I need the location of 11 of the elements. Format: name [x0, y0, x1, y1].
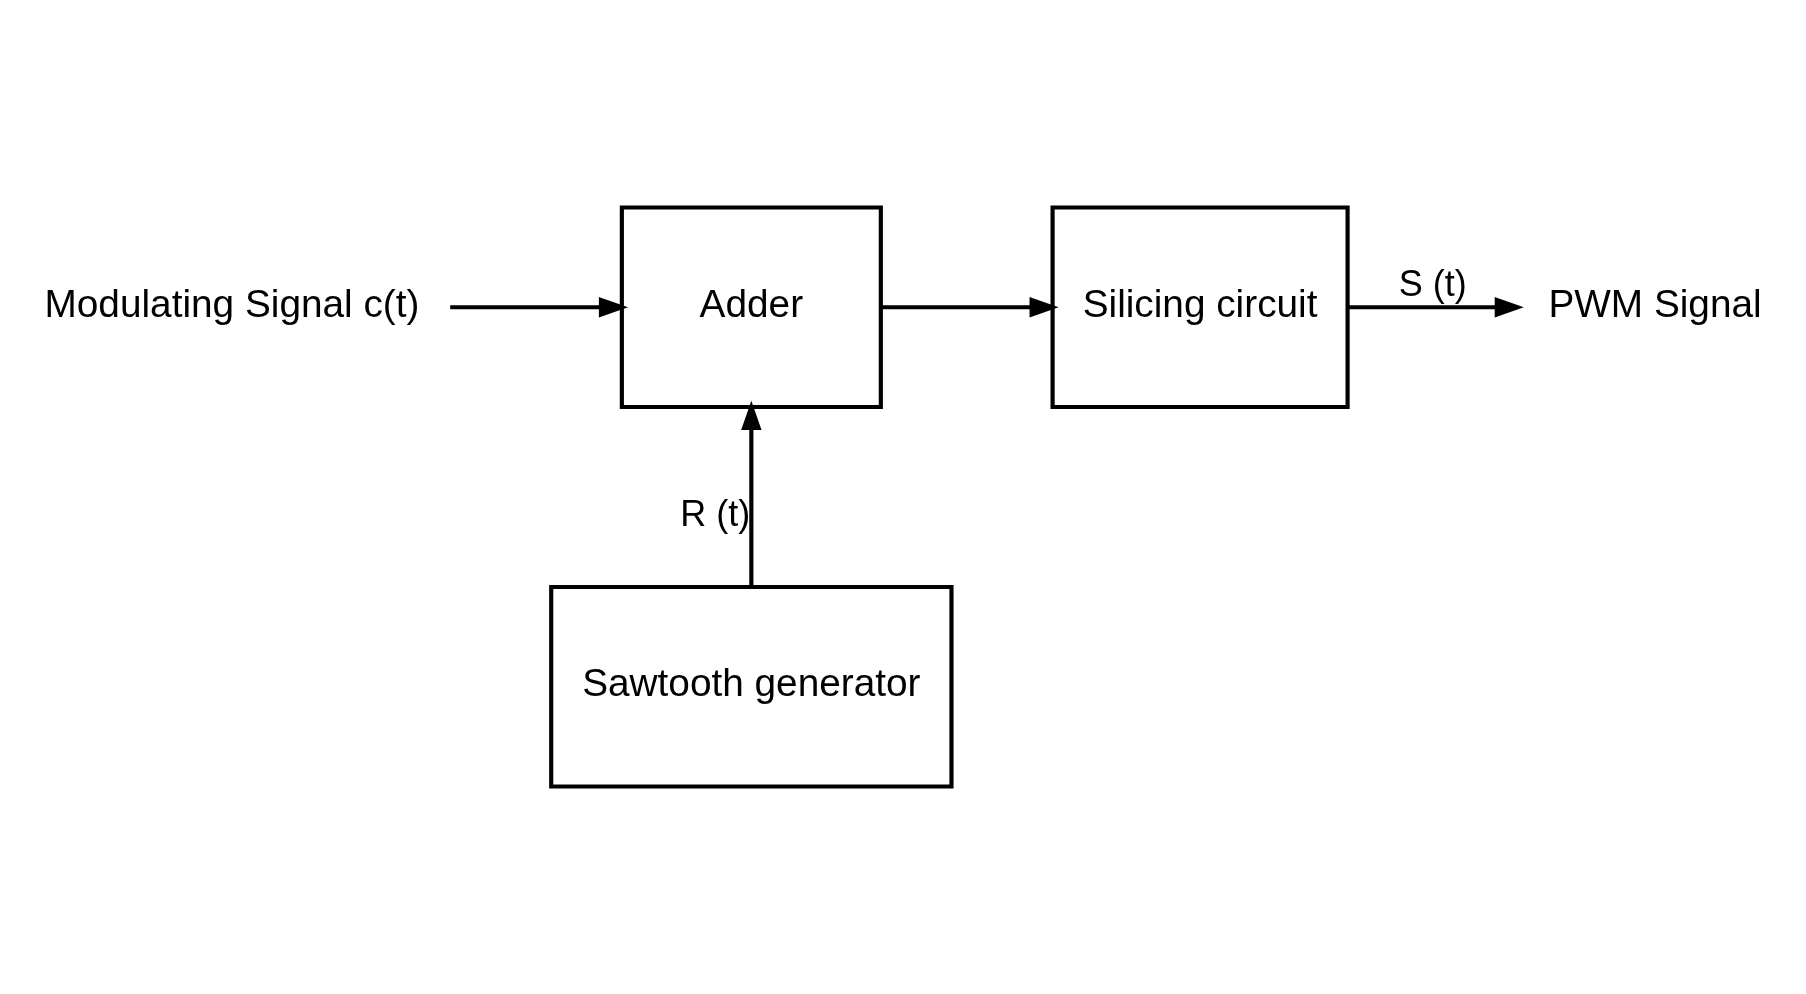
- node-box: Silicing circuit: [1050, 205, 1350, 410]
- edge-label: S (t): [1398, 262, 1467, 304]
- arrow: [881, 297, 1059, 318]
- node-box: Sawtooth generator: [549, 584, 954, 789]
- edge-label: R (t): [680, 492, 751, 534]
- node-text: Modulating Signal c(t): [44, 281, 420, 325]
- node-text: PWM Signal: [1548, 281, 1762, 325]
- node-box: Adder: [619, 205, 883, 410]
- arrow: [1347, 297, 1524, 318]
- arrow: [741, 400, 762, 587]
- arrow: [450, 297, 629, 318]
